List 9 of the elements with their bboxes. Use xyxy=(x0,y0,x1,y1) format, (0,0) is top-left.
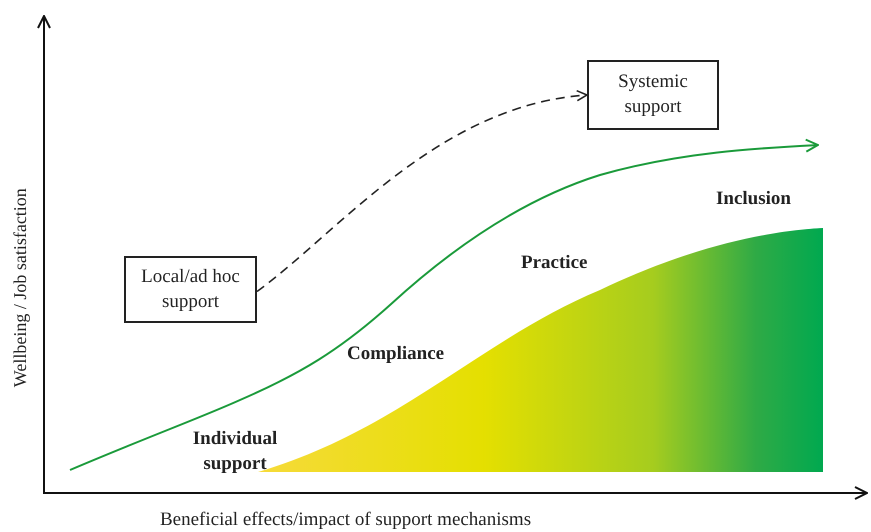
axis-title: Wellbeing / Job satisfaction xyxy=(8,188,31,387)
text-box: Systemic support xyxy=(587,60,719,130)
stage-label: Compliance xyxy=(347,342,444,366)
stage-label: Individual support xyxy=(192,427,278,476)
axis-title: Beneficial effects/impact of support mechanisms xyxy=(160,508,532,532)
stage-label: Practice xyxy=(521,251,588,275)
arrow xyxy=(256,90,588,292)
text-box: Local/ad hoc support xyxy=(124,256,257,323)
stage-label: Inclusion xyxy=(716,187,791,211)
